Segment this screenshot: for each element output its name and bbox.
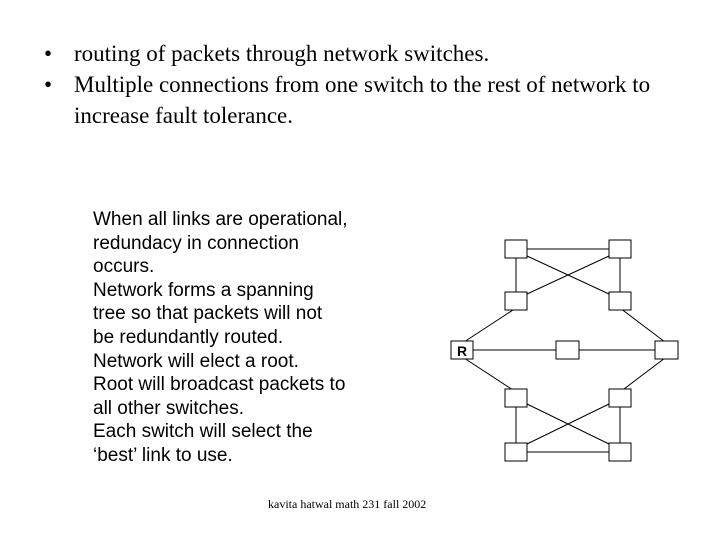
description-line: ‘best’ link to use. [93,444,233,466]
description-line: be redundantly routed. [93,326,284,348]
description-line: tree so that packets will not [93,303,323,325]
bullet-list: • routing of packets through network swi… [44,38,684,131]
bullet-marker: • [44,72,53,97]
description-line: redundacy in connection [93,232,299,254]
link-top-cross-b [526,255,610,295]
link-root-to-bottom [463,357,517,393]
switch-node-middle [555,340,580,360]
description-line: Root will broadcast packets to [93,374,346,396]
switch-node-bottom-right [608,442,632,462]
link-root-to-top [463,307,517,343]
description-line: Network forms a spanning [93,279,314,301]
bullet-item-fault-tolerance: • Multiple connections from one switch t… [44,69,684,131]
switch-node-bottom-left [504,442,528,462]
root-node-label: R [457,343,467,359]
switch-node-upper-right [608,291,632,311]
switch-node-lower-left [504,388,528,408]
description-line: Network will elect a root. [93,350,299,372]
switch-node-lower-right [608,388,632,408]
bullet-text: routing of packets through network switc… [74,41,490,66]
bullet-text: Multiple connections from one switch to … [74,72,651,128]
description-block: When all links are operational, redundac… [93,208,433,468]
footer-credit: kavita hatwal math 231 fall 2002 [268,497,427,511]
switch-node-top-right [608,239,632,259]
bullet-marker: • [44,41,53,66]
switch-node-right [654,340,679,360]
description-line: occurs. [93,256,155,278]
switch-node-root [450,340,474,360]
description-line: When all links are operational, [93,209,348,230]
switch-node-upper-left [504,291,528,311]
link-right-to-top [619,307,666,343]
switch-node-top-left [504,239,528,259]
link-right-to-bottom [619,357,666,393]
description-line: all other switches. [93,397,245,419]
bullet-item-routing: • routing of packets through network swi… [44,38,684,69]
link-bottom-cross-b [526,403,610,445]
description-line: Each switch will select the [93,421,313,443]
